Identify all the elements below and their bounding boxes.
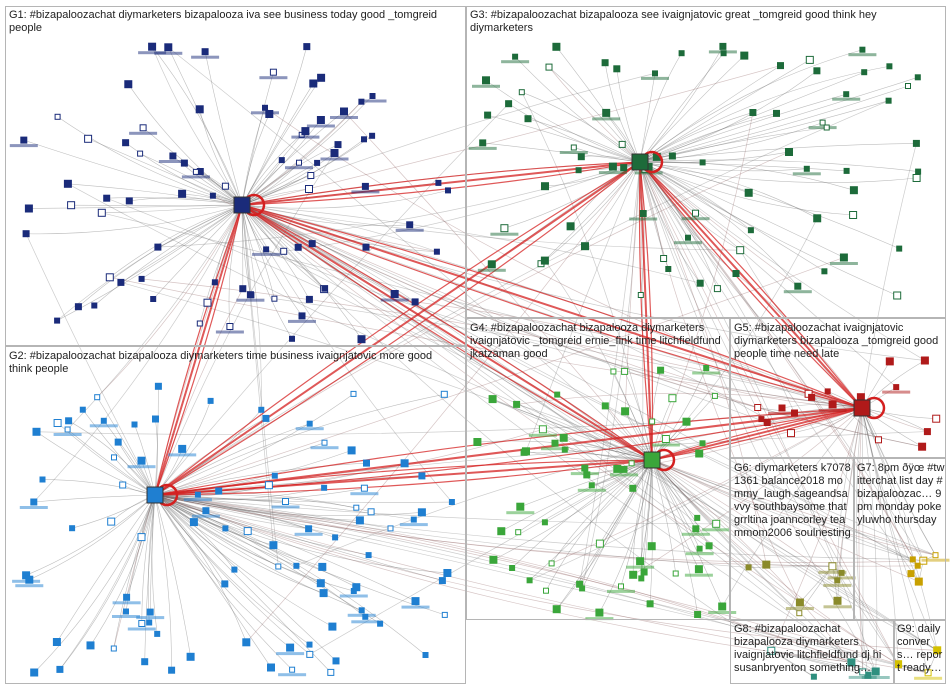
group-label-g3: G3: #bizapaloozachat bizapalooza see iva… [470, 9, 940, 35]
group-box-g1 [5, 6, 466, 346]
group-label-g1: G1: #bizapaloozachat diymarketers bizapa… [9, 9, 449, 35]
group-label-g4: G4: #bizapaloozachat bizapalooza diymark… [470, 322, 726, 361]
group-label-g2: G2: #bizapaloozachat bizapalooza diymark… [9, 350, 457, 376]
group-box-g4 [466, 318, 730, 620]
group-label-g8: G8: #bizapaloozachat bizapalooza diymark… [734, 623, 892, 681]
group-box-g2 [5, 346, 466, 684]
group-label-g7: G7: 8pm ðÿœ #twitterchat list day #bizap… [857, 462, 945, 527]
group-label-g9: G9: daily convers… report ready… [897, 623, 945, 681]
group-label-g6: G6: diymarketers k70781361 balance2018 m… [734, 462, 852, 540]
group-box-g3 [466, 6, 946, 318]
group-label-g5: G5: #bizapaloozachat ivaignjatovic diyma… [734, 322, 944, 361]
